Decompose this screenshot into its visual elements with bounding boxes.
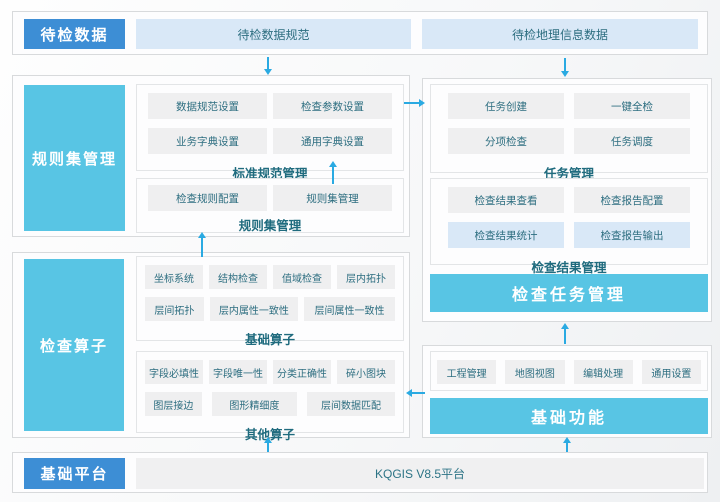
pending-data-section: 待检数据 待检数据规范 待检地理信息数据 <box>12 11 708 55</box>
check-task-section: 任务创建 一键全检 分项检查 任务调度 任务管理 检查结果查看 检查报告配置 检… <box>422 78 712 322</box>
platform-name-bar: KQGIS V8.5平台 <box>136 458 704 489</box>
check-result-group: 检查结果查看 检查报告配置 检查结果统计 检查报告输出 检查结果管理 <box>430 178 708 275</box>
platform-side-label: 基础平台 <box>24 458 125 489</box>
basic-operator-group: 坐标系统 结构检查 值域检查 层内拓扑 层间拓扑 层内属性一致性 层间属性一致性… <box>136 256 404 347</box>
group-label: 其他算子 <box>244 428 295 442</box>
arrow-up-operator-to-ruleset <box>198 232 206 257</box>
module-chip: 图形精细度 <box>211 392 297 416</box>
arrow-up-platform-to-operator <box>264 437 272 452</box>
check-operator-section: 检查算子 坐标系统 结构检查 值域检查 层内拓扑 层间拓扑 层内属性一致性 层间… <box>12 252 410 442</box>
module-chip: 数据规范设置 <box>148 93 267 119</box>
module-chip: 图层接边 <box>145 392 202 416</box>
module-chip: 分项检查 <box>448 128 564 154</box>
basic-function-group: 工程管理 地图视图 编辑处理 通用设置 <box>430 351 708 391</box>
module-chip: 值域检查 <box>273 265 331 289</box>
module-chip: 检查参数设置 <box>273 93 392 119</box>
platform-section: 基础平台 KQGIS V8.5平台 <box>12 452 708 493</box>
module-chip: 业务字典设置 <box>148 128 267 154</box>
ruleset-side-label: 规则集管理 <box>24 85 125 231</box>
module-chip: 任务调度 <box>574 128 690 154</box>
module-chip: 检查报告配置 <box>574 187 690 213</box>
module-chip: 字段必填性 <box>145 360 203 384</box>
group-label: 规则集管理 <box>238 219 302 233</box>
module-chip: 检查报告输出 <box>574 222 690 248</box>
pending-data-side-label: 待检数据 <box>24 19 125 49</box>
arrow-up-basic-to-checktask <box>561 323 569 344</box>
ruleset-management-section: 规则集管理 数据规范设置 检查参数设置 业务字典设置 通用字典设置 标准规范管理… <box>12 75 410 237</box>
module-chip: 坐标系统 <box>145 265 203 289</box>
module-chip: 工程管理 <box>437 360 497 384</box>
module-chip: 检查结果查看 <box>448 187 564 213</box>
other-operator-group: 字段必填性 字段唯一性 分类正确性 碎小图块 图层接边 图形精细度 层间数据匹配… <box>136 351 404 442</box>
standard-spec-group: 数据规范设置 检查参数设置 业务字典设置 通用字典设置 标准规范管理 <box>136 84 404 181</box>
module-chip: 通用设置 <box>641 360 701 384</box>
group-label: 检查结果管理 <box>531 261 607 275</box>
arrow-up-ruleset-to-standard <box>329 161 337 184</box>
basic-function-section: 工程管理 地图视图 编辑处理 通用设置 基础功能 <box>422 345 712 438</box>
module-chip: 层间属性一致性 <box>303 297 395 321</box>
module-chip: 通用字典设置 <box>273 128 392 154</box>
module-chip: 层间拓扑 <box>145 297 204 321</box>
module-chip: 结构检查 <box>209 265 267 289</box>
arrow-right-ruleset-to-task <box>404 99 425 107</box>
module-chip: 字段唯一性 <box>209 360 267 384</box>
basic-function-banner: 基础功能 <box>430 398 708 434</box>
module-chip: 规则集管理 <box>273 185 392 211</box>
arrow-down-spec-to-ruleset <box>264 57 272 75</box>
operator-side-label: 检查算子 <box>24 259 124 431</box>
module-chip: 编辑处理 <box>573 360 633 384</box>
arrow-up-platform-to-basic <box>563 437 571 452</box>
module-chip: 层内属性一致性 <box>209 297 298 321</box>
module-chip: 层间数据匹配 <box>306 392 396 416</box>
module-chip: 一键全检 <box>574 93 690 119</box>
arrow-left-basic-to-operator <box>406 389 425 397</box>
module-chip: 碎小图块 <box>337 360 395 384</box>
task-management-group: 任务创建 一键全检 分项检查 任务调度 任务管理 <box>430 84 708 181</box>
module-chip: 任务创建 <box>448 93 564 119</box>
group-label: 任务管理 <box>543 167 594 181</box>
module-chip: 层内拓扑 <box>337 265 395 289</box>
check-task-banner: 检查任务管理 <box>430 274 708 312</box>
group-label: 基础算子 <box>244 333 295 347</box>
group-label: 标准规范管理 <box>232 167 308 181</box>
module-chip: 地图视图 <box>505 360 565 384</box>
pending-geo-data-box: 待检地理信息数据 <box>422 19 698 49</box>
module-chip: 检查结果统计 <box>448 222 564 248</box>
pending-data-spec-box: 待检数据规范 <box>136 19 411 49</box>
arrow-down-geodata-to-task <box>561 58 569 77</box>
ruleset-group: 检查规则配置 规则集管理 规则集管理 <box>136 178 404 233</box>
module-chip: 分类正确性 <box>273 360 331 384</box>
module-chip: 检查规则配置 <box>148 185 267 211</box>
